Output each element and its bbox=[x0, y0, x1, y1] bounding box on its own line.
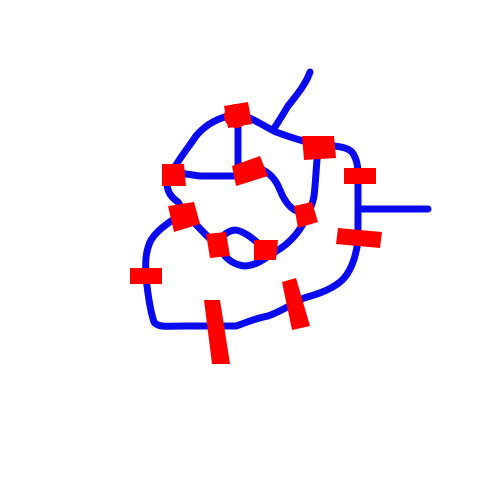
crossing-mark-center-right bbox=[294, 202, 318, 228]
top-arc bbox=[163, 110, 244, 216]
upper-right-tail bbox=[269, 68, 314, 134]
crossing-mark-left bbox=[130, 268, 162, 284]
crossing-mark-upper-right bbox=[302, 136, 336, 160]
crossing-mark-top-blob bbox=[224, 104, 248, 128]
crossing-mark-bottom-right bbox=[282, 278, 310, 330]
crossing-mark-upper-left bbox=[162, 164, 186, 186]
crossing-mark-inner-left bbox=[206, 232, 230, 258]
crossing-mark-center-top bbox=[232, 156, 268, 186]
crossing-mark-inner-bottom bbox=[254, 240, 278, 260]
crossing-mark-right-middle bbox=[336, 228, 382, 248]
crossing-mark-bottom bbox=[204, 300, 230, 364]
left-loop bbox=[142, 208, 308, 330]
crossing-mark-left-middle-blob bbox=[172, 204, 196, 228]
crossing-marks bbox=[130, 102, 382, 364]
crossing-mark-right-top bbox=[344, 168, 376, 184]
top-right-arc bbox=[236, 110, 362, 302]
